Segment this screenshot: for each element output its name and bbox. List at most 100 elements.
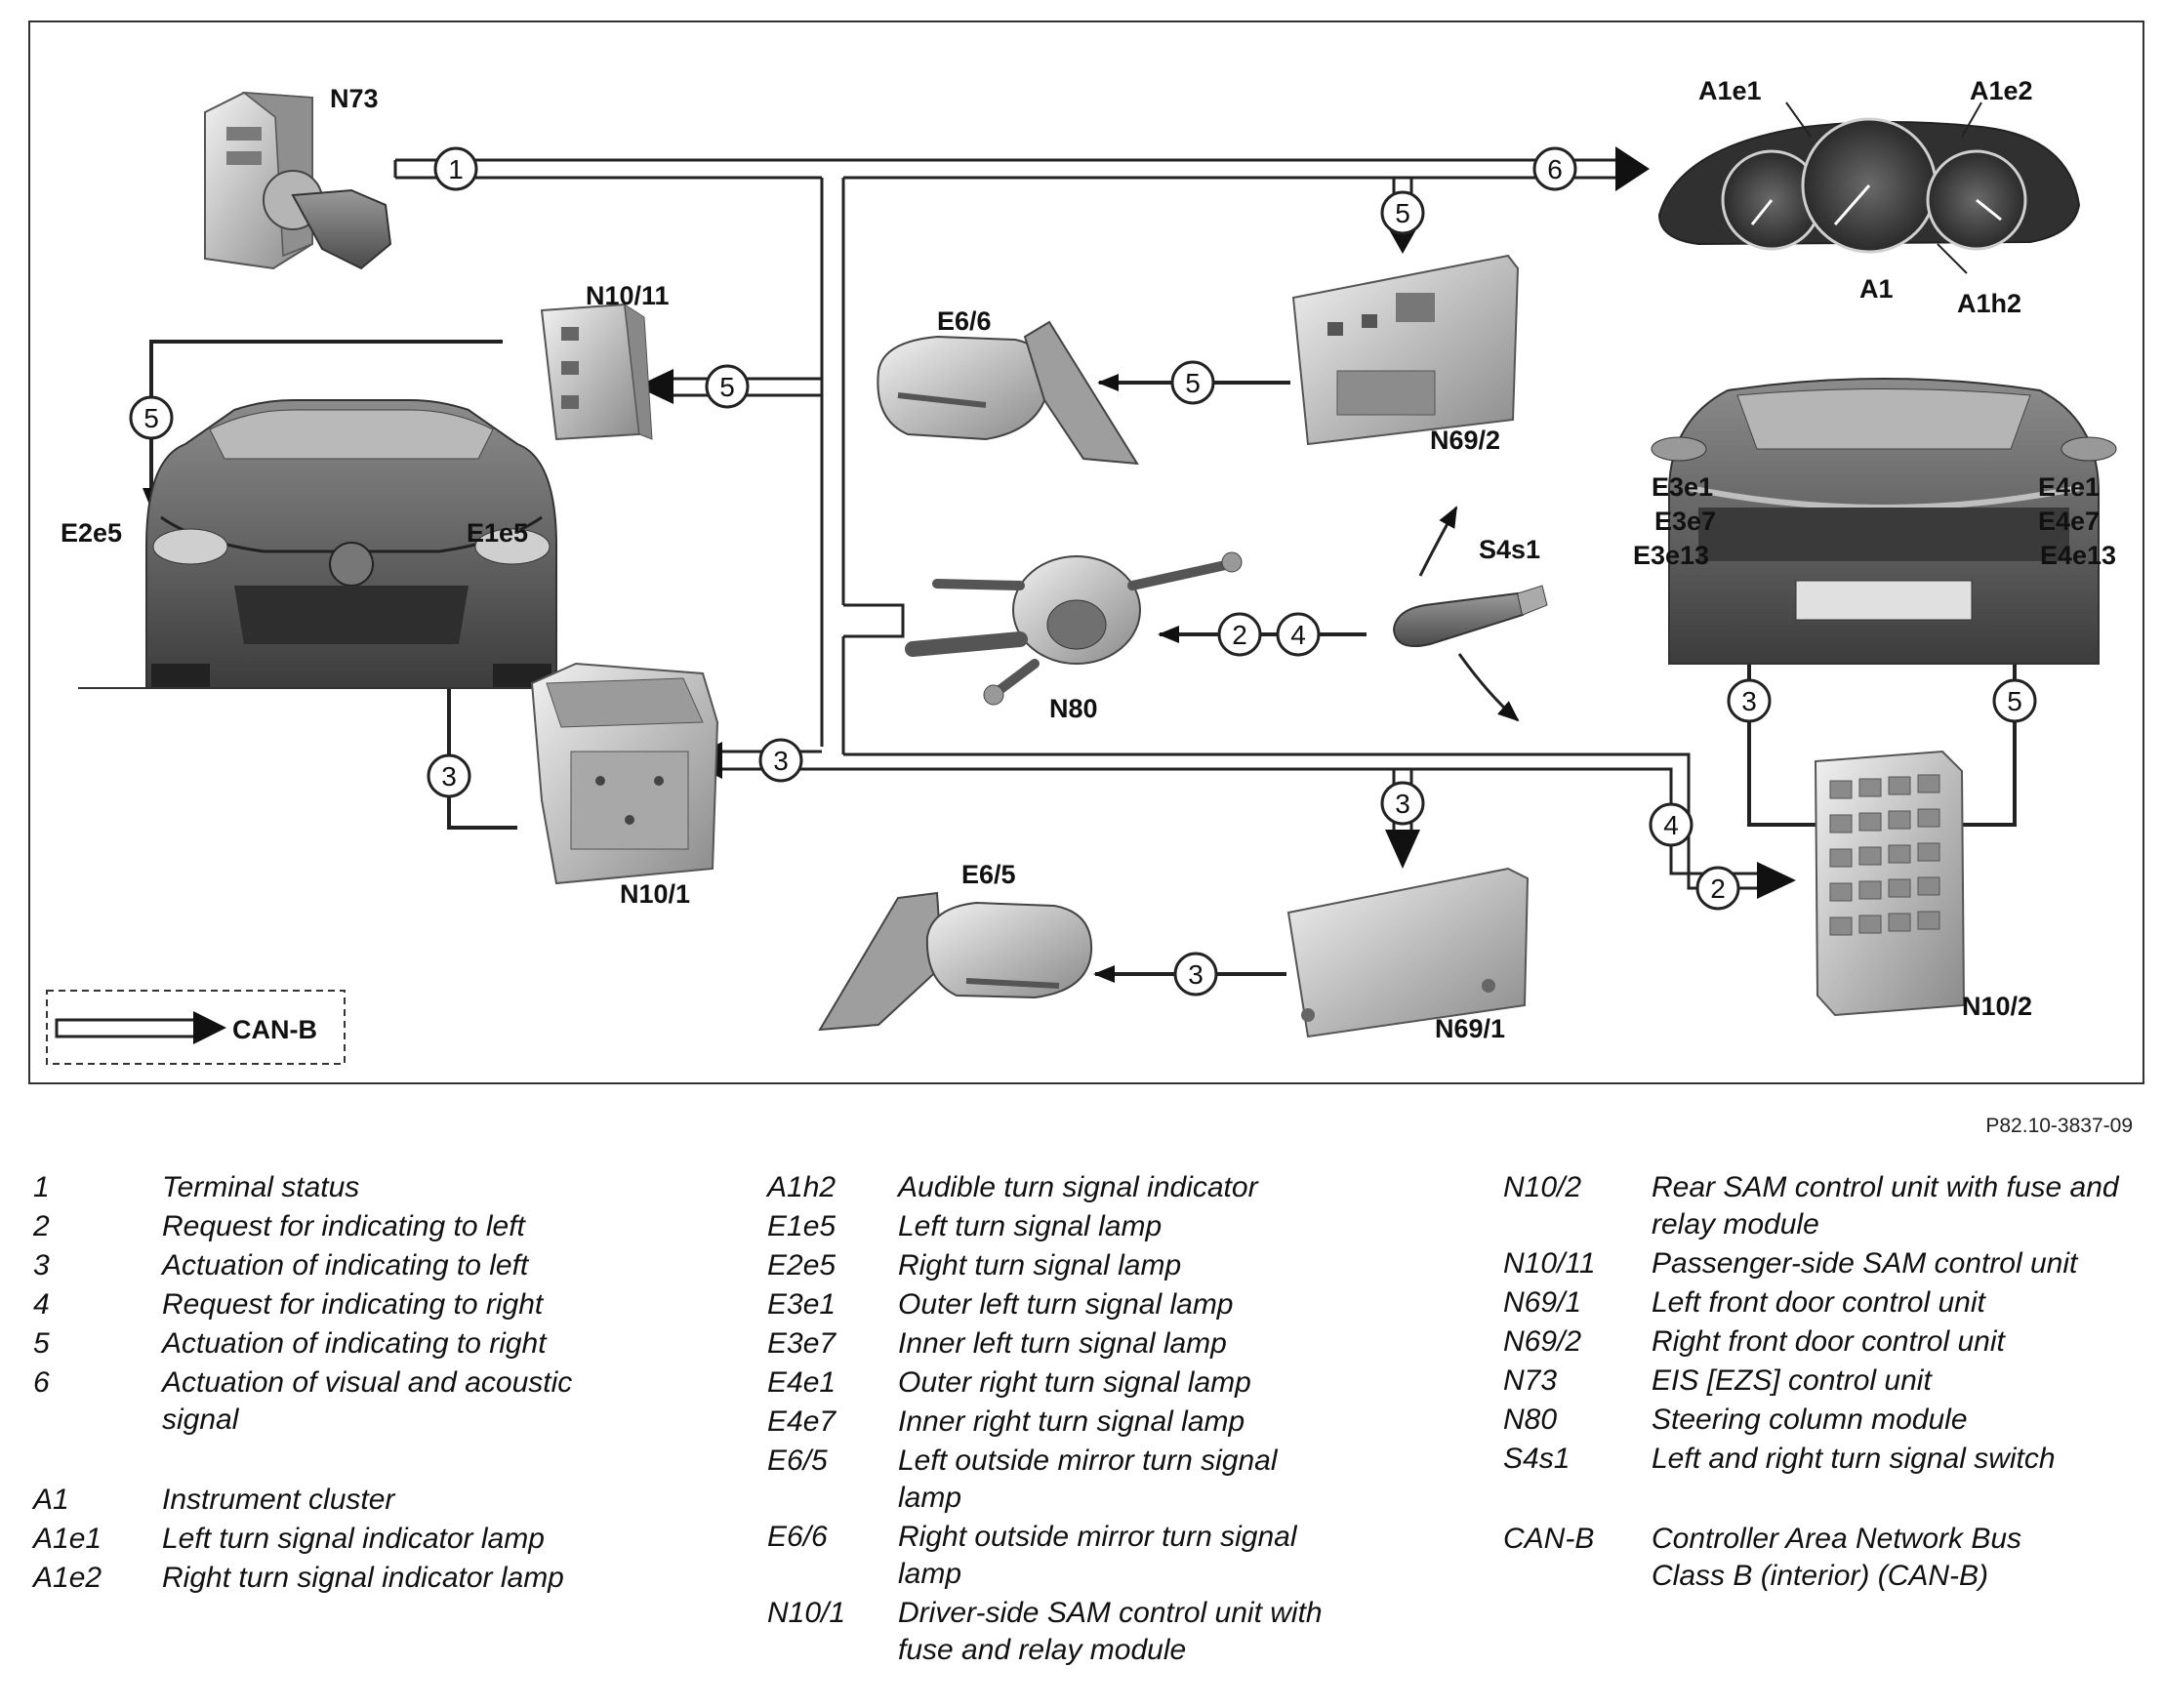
- legend-code: N69/1: [1503, 1286, 1582, 1319]
- svg-text:3: 3: [773, 746, 789, 776]
- label-n80: N80: [1049, 694, 1098, 723]
- signal-circle-2-n10-2-bus: 2: [1695, 866, 1740, 911]
- label-e6-6: E6/6: [937, 306, 992, 336]
- signal-circle-5-rear-right: 5: [1992, 678, 2037, 723]
- label-n10-1: N10/1: [620, 879, 690, 909]
- legend-row: E4e7 Inner right turn signal lamp: [767, 1402, 1411, 1441]
- legend-code: N10/11: [1503, 1247, 1596, 1280]
- legend-desc: Request for indicating to left: [162, 1210, 525, 1242]
- legend-code: E6/6: [767, 1521, 828, 1553]
- a1-instrument-cluster-illustration: [1657, 102, 2081, 274]
- signal-circle-3-front-left: 3: [427, 753, 471, 798]
- n10-2-illustration: [1814, 750, 1966, 1017]
- legend-row: N69/1 Left front door control unit: [1503, 1282, 2147, 1322]
- n10-11-illustration: [540, 303, 653, 441]
- n69-1-illustration: [1286, 867, 1530, 1038]
- legend-code: 5: [33, 1327, 50, 1360]
- label-e6-5: E6/5: [961, 860, 1016, 889]
- switch-motion-arrows: [1418, 506, 1520, 722]
- can-b-turn-signal-diagram: N73 N10/11 E2e5 E1e5 N10/1 E6/: [28, 20, 2144, 1084]
- legend-code: N69/2: [1503, 1325, 1582, 1358]
- signal-circle-3-n10-1-bus: 3: [758, 738, 803, 783]
- legend-desc: Inner right turn signal lamp: [898, 1405, 1245, 1438]
- svg-text:4: 4: [1290, 620, 1306, 650]
- legend-code: A1: [33, 1484, 69, 1516]
- signal-circle-3-mirror-e6-5: 3: [1173, 952, 1218, 996]
- label-n73: N73: [330, 84, 379, 113]
- legend-desc: Left front door control unit: [1652, 1286, 1985, 1319]
- label-a1h2: A1h2: [1957, 289, 2021, 318]
- n10-1-illustration: [530, 662, 719, 885]
- n80-steering-module-illustration: [905, 551, 1243, 706]
- legend-desc: Steering column module: [1652, 1403, 1968, 1436]
- legend-desc: Actuation of indicating to left: [162, 1249, 529, 1281]
- label-a1e2: A1e2: [1970, 76, 2033, 105]
- s4s1-switch-illustration: [1392, 585, 1548, 648]
- legend-desc: Controller Area Network Bus Class B (int…: [1652, 1523, 2022, 1592]
- legend-row: A1h2 Audible turn signal indicator: [767, 1167, 1411, 1206]
- signal-circle-4-n10-2-bus: 4: [1649, 802, 1694, 847]
- legend-row: A1e1 Left turn signal indicator lamp: [33, 1519, 658, 1558]
- label-e4e13: E4e13: [2040, 541, 2116, 570]
- e6-6-mirror-illustration: [877, 320, 1139, 466]
- signal-circle-5-n10-11-bus: 5: [705, 364, 750, 409]
- signal-circle-5-front-right: 5: [129, 395, 174, 440]
- legend-code: E3e1: [767, 1288, 837, 1321]
- svg-text:2: 2: [1232, 620, 1247, 650]
- signal-circle-2-n80: 2: [1217, 612, 1262, 657]
- signal-circle-5-mirror-e6-6: 5: [1170, 360, 1215, 405]
- can-b-key-box: CAN-B: [46, 990, 346, 1065]
- legend-desc: Outer left turn signal lamp: [898, 1288, 1234, 1321]
- label-n10-11: N10/11: [586, 281, 670, 310]
- legend-desc: Left and right turn signal switch: [1652, 1443, 2056, 1475]
- legend-code: 3: [33, 1249, 50, 1281]
- e6-5-mirror-illustration: [818, 891, 1093, 1032]
- figure-reference: P82.10-3837-09: [1985, 1115, 2133, 1137]
- legend-row: CAN-B Controller Area Network Bus Class B…: [1503, 1519, 2101, 1595]
- legend-desc: Left outside mirror turn signal lamp: [898, 1444, 1278, 1514]
- legend-desc: Left turn signal lamp: [898, 1210, 1163, 1242]
- svg-text:5: 5: [719, 372, 735, 402]
- legend-row: N80 Steering column module: [1503, 1400, 2147, 1439]
- legend-code: E4e1: [767, 1366, 837, 1399]
- signal-circle-3-n69-1-bus: 3: [1380, 781, 1425, 826]
- legend-code: 1: [33, 1171, 50, 1203]
- legend-desc: Right outside mirror turn signal lamp: [898, 1521, 1297, 1590]
- legend-desc: Request for indicating to right: [162, 1288, 544, 1321]
- signal-markers: 1 6 5 5 5 5 2 4 3 3 3 3 4 2 3 5: [129, 146, 2037, 996]
- legend-code: A1h2: [767, 1171, 837, 1203]
- label-e4e1: E4e1: [2038, 472, 2100, 502]
- label-s4s1: S4s1: [1479, 535, 1540, 564]
- legend-desc: Left turn signal indicator lamp: [162, 1523, 545, 1555]
- discrete-wires: [143, 340, 2023, 983]
- legend-code: S4s1: [1503, 1443, 1571, 1475]
- legend-desc: Right front door control unit: [1652, 1325, 2005, 1358]
- legend-row: 3 Actuation of indicating to left: [33, 1245, 658, 1284]
- signal-circle-6-top: 6: [1532, 146, 1577, 191]
- legend-desc: Right turn signal indicator lamp: [162, 1562, 564, 1594]
- signal-circle-5-n69-2-bus: 5: [1380, 190, 1425, 235]
- legend-desc: Rear SAM control unit with fuse and rela…: [1652, 1171, 2119, 1240]
- legend-desc: Audible turn signal indicator: [898, 1171, 1258, 1203]
- legend-code: E4e7: [767, 1405, 837, 1438]
- label-e3e13: E3e13: [1633, 541, 1709, 570]
- legend-desc: Inner left turn signal lamp: [898, 1327, 1227, 1360]
- rear-car-illustration: [1651, 377, 2117, 665]
- legend-code: N10/1: [767, 1597, 846, 1629]
- legend-code: CAN-B: [1503, 1523, 1595, 1555]
- legend-code: N80: [1503, 1403, 1558, 1436]
- label-n10-2: N10/2: [1962, 992, 2032, 1021]
- legend-code: A1e1: [33, 1523, 102, 1555]
